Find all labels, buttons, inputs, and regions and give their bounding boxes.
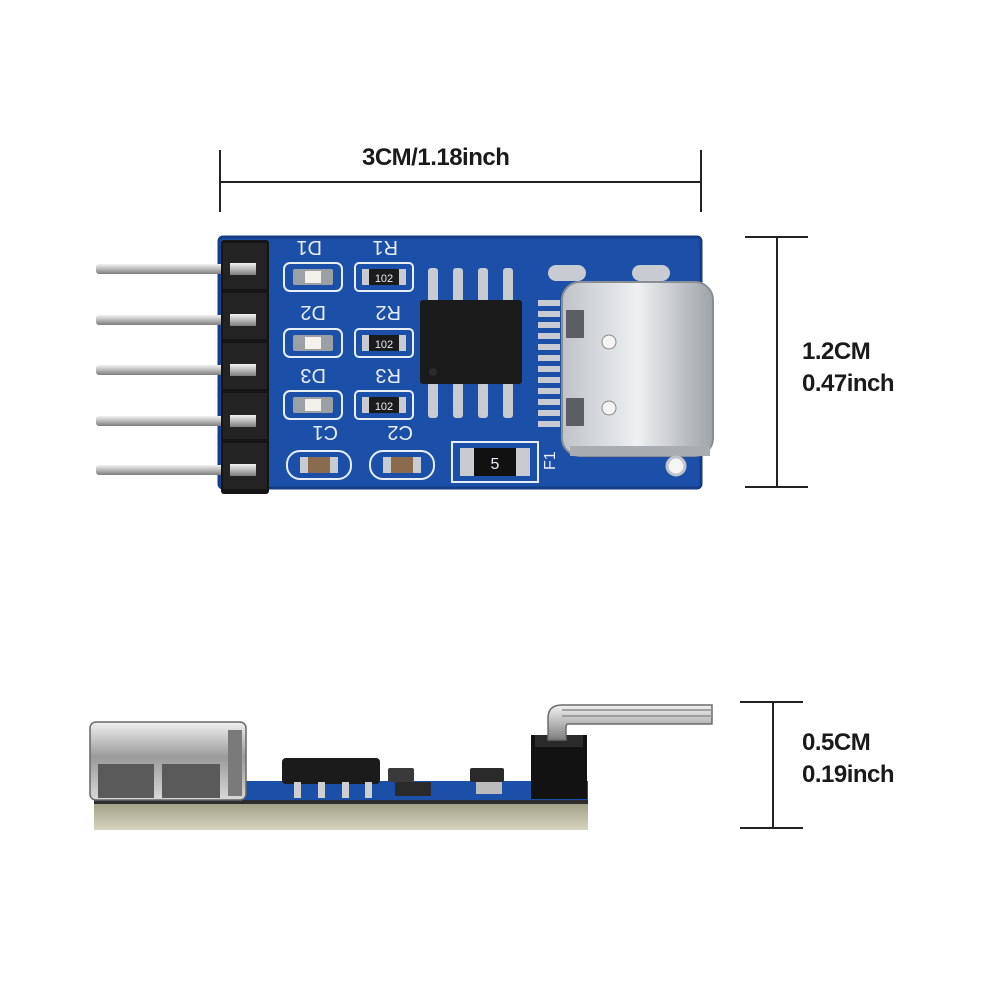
resistor-r3-code: 102: [375, 401, 393, 413]
resistor-r1: 102: [354, 262, 414, 292]
led-d1: [283, 262, 343, 292]
label-f1: F1: [542, 451, 559, 470]
width-dimension-label: 3CM/1.18inch: [362, 144, 510, 171]
ic-chip: [420, 268, 522, 418]
header-side: [531, 704, 713, 799]
height-dimension-line: [745, 236, 808, 488]
label-c1: C1: [312, 421, 338, 443]
label-r3: R3: [375, 364, 401, 386]
height-cm-label: 1.2CM: [802, 338, 871, 365]
mounting-hole: [665, 455, 687, 477]
header-pins: [96, 264, 256, 475]
label-d3: D3: [300, 364, 326, 386]
fuse-code: 5: [491, 456, 500, 473]
label-c2: C2: [387, 421, 413, 443]
pcb-top-view: 102 102 102 D1 D2 D3 R1 R2 R3 C1 C2: [96, 235, 714, 494]
capacitor-c1: [286, 450, 352, 480]
fuse-f1: 5: [451, 441, 539, 483]
resistor-r3: 102: [354, 390, 414, 420]
height-inch-label: 0.47inch: [802, 370, 895, 397]
usb-c-side: [89, 721, 247, 801]
pin-header-housing: [221, 240, 269, 494]
pcb-edge: [94, 800, 588, 830]
label-r1: R1: [372, 236, 398, 258]
resistor-r1-code: 102: [375, 273, 393, 285]
thickness-cm-label: 0.5CM: [802, 729, 871, 756]
capacitor-c2: [369, 450, 435, 480]
usb-c-port: [561, 281, 714, 457]
pcb-side-view: [89, 704, 713, 830]
usb-pads: [538, 265, 670, 427]
thickness-inch-label: 0.19inch: [802, 761, 895, 788]
ic-side: [282, 758, 380, 798]
thickness-dimension-line: [740, 701, 803, 829]
label-d1: D1: [296, 236, 322, 258]
label-r2: R2: [375, 301, 401, 323]
label-d2: D2: [300, 301, 326, 323]
led-d2: [283, 328, 343, 358]
width-dimension-line: [219, 150, 702, 212]
resistor-r2: 102: [354, 328, 414, 358]
led-d3: [283, 390, 343, 420]
resistor-r2-code: 102: [375, 339, 393, 351]
